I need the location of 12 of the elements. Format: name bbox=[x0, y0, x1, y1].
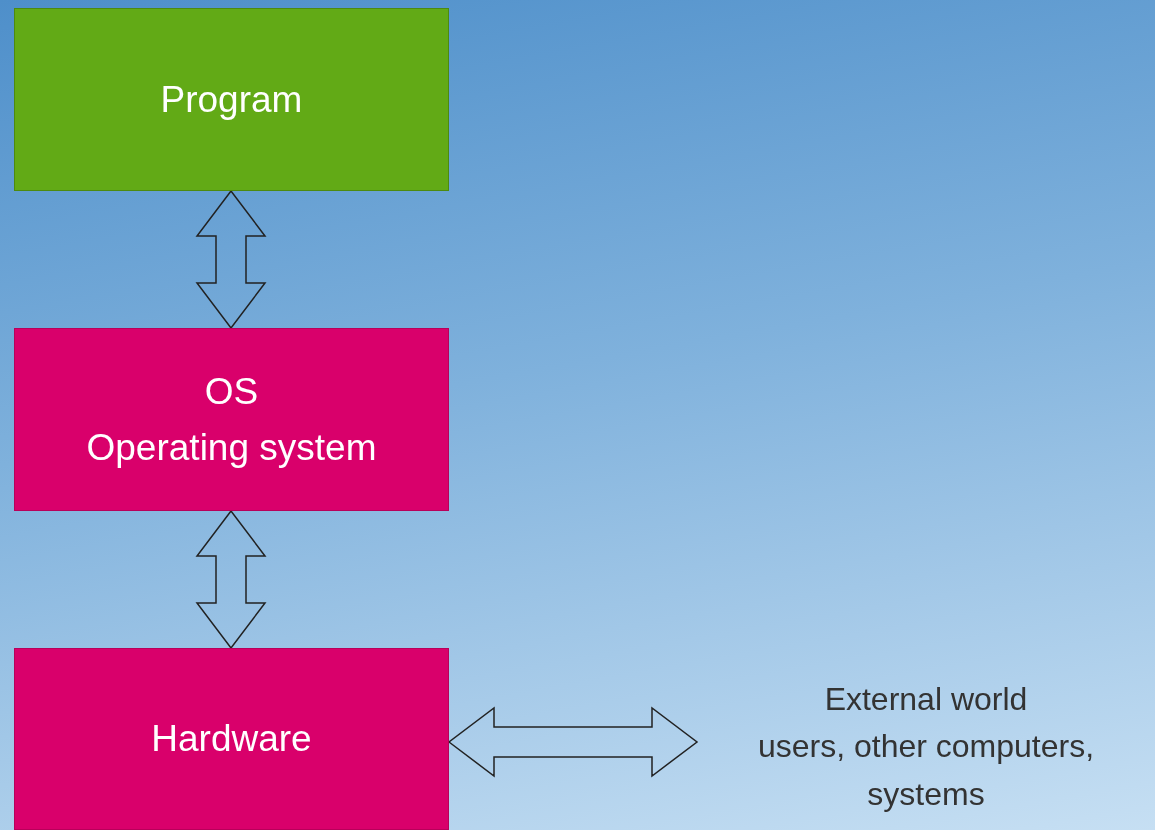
process-box bbox=[14, 8, 449, 191]
double-arrow bbox=[195, 189, 267, 330]
box-label: OS bbox=[204, 370, 259, 414]
process-box bbox=[14, 328, 449, 511]
text-label: users, other computers, systems bbox=[756, 727, 1096, 814]
box-label: Operating system bbox=[86, 425, 377, 470]
double-arrow bbox=[447, 706, 699, 778]
double-arrow bbox=[195, 509, 267, 650]
box-label: Program bbox=[160, 77, 303, 122]
process-box bbox=[14, 648, 449, 830]
box-label: Hardware bbox=[151, 717, 312, 762]
text-label: External world bbox=[824, 680, 1028, 720]
